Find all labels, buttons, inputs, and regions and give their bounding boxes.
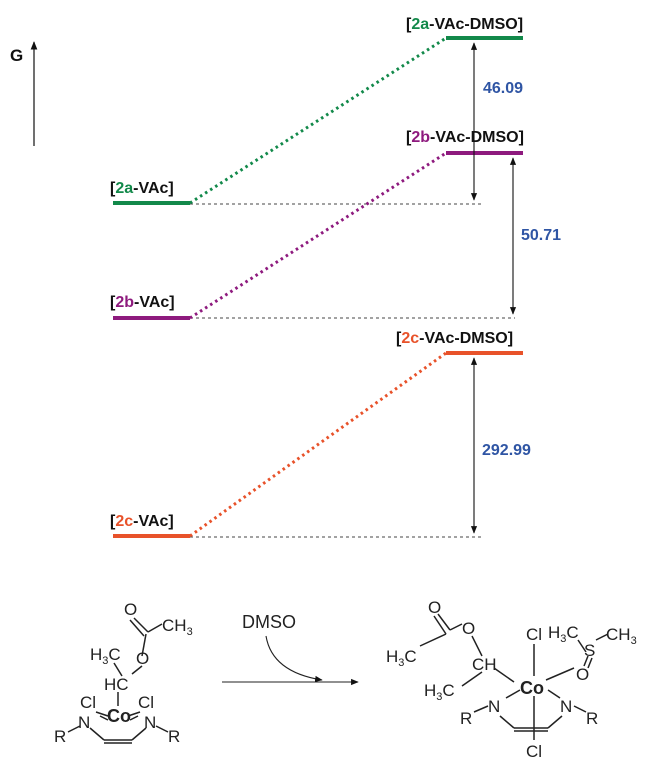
state-label-2a-vac: [2a-VAc] [110,180,174,197]
dmso-curved-arrow [265,635,323,682]
energy-value-2a: 46.09 [483,80,523,97]
left-acetyl-ch3: CH3 [162,616,193,638]
right-acetyl-h3c: H3C [386,647,417,669]
energy-value-2b: 50.71 [521,227,561,244]
right-r-2: R [586,709,598,728]
right-alkyl-h3c: H3C [424,681,455,703]
left-carbonyl-o: O [124,600,137,619]
state-label-2a-vac-dmso: [2a-VAc-DMSO] [406,16,523,33]
right-r-1: R [460,709,472,728]
left-r-2: R [168,727,180,746]
state-label-2c-vac: [2c-VAc] [110,513,174,530]
right-dmso-ch3: CH3 [606,625,637,647]
left-h3c: H3C [90,645,121,667]
right-dmso-h3c: H3C [548,623,579,645]
left-complex [67,617,169,744]
dmso-label: DMSO [242,612,296,632]
connector-2a [189,36,447,205]
connector-2b [189,151,447,320]
right-n-1: N [488,697,500,716]
right-dmso-o: O [576,665,589,684]
state-label-2b-vac-dmso: [2b-VAc-DMSO] [406,129,524,146]
state-label-2b-vac: [2b-VAc] [110,294,175,311]
right-complex-labels: O H3C O CH H3C Co Cl Cl N N R R H3C S CH… [386,598,637,759]
left-cl-2: Cl [138,693,154,712]
connector-2c [189,351,447,538]
left-ether-o: O [136,649,149,668]
g-axis-label: G [10,46,23,65]
left-cl-1: Cl [80,693,96,712]
reaction-scheme: O CH3 O H3C HC Cl Cl Co N N R R DMSO [54,598,637,759]
right-co: Co [520,678,544,698]
right-dmso-s: S [584,641,595,660]
left-n-1: N [78,713,90,732]
right-cl-top: Cl [526,625,542,644]
right-cl-bottom: Cl [526,742,542,759]
energy-value-2c: 292.99 [482,442,531,459]
left-n-2: N [144,713,156,732]
left-complex-labels: O CH3 O H3C HC Cl Cl Co N N R R [54,600,193,746]
right-ch: CH [472,655,497,674]
state-label-2c-vac-dmso: [2c-VAc-DMSO] [396,330,513,347]
right-carbonyl-o: O [428,598,441,617]
left-hc: HC [104,675,129,694]
left-co: Co [107,706,131,726]
right-n-2: N [560,697,572,716]
right-complex [419,613,609,740]
right-ether-o: O [462,619,475,638]
left-r-1: R [54,727,66,746]
